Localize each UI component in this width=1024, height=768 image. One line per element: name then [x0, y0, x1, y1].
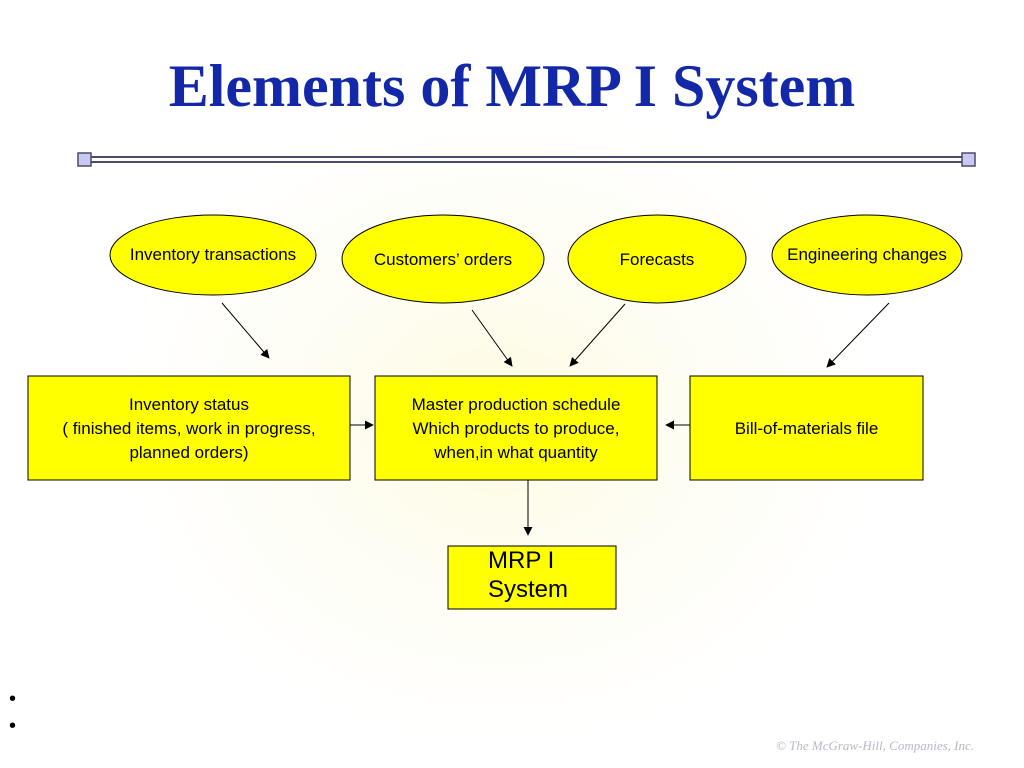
bullet-2: • [9, 715, 17, 737]
label-mrp-system: MRP I System [448, 546, 616, 604]
rule-right-square [961, 152, 976, 167]
box-mrp-system [447, 545, 617, 610]
bullet-1: • [9, 688, 17, 710]
schedule-line-2: Which products to produce, [412, 419, 620, 438]
label-customers-orders: Customers’ orders [373, 250, 513, 269]
arrow-orders-to-schedule [471, 309, 513, 367]
arrow-engineering-to-bom [826, 302, 890, 368]
slide-title: Elements of MRP I System [168, 53, 856, 119]
inventory-status-line-3: planned orders) [129, 443, 249, 462]
arrow-forecasts-to-schedule [569, 303, 626, 367]
label-bill-of-materials: Bill-of-materials file [734, 419, 879, 438]
box-master-production-schedule [374, 375, 658, 481]
schedule-line-3: when,in what quantity [434, 443, 598, 462]
box-bill-of-materials [689, 375, 924, 481]
label-master-production-schedule: Master production schedule Which product… [375, 393, 657, 465]
label-engineering-changes: Engineering changes [787, 245, 947, 264]
inventory-status-line-1: Inventory status [128, 395, 249, 414]
mrp-line-1: MRP I [488, 547, 555, 574]
mrp-line-2: System [488, 576, 569, 603]
label-inventory-transactions: Inventory transactions [129, 245, 297, 264]
ellipse-customers-orders [341, 214, 545, 304]
copyright-notice: © The McGraw-Hill, Companies, Inc. [776, 738, 974, 753]
schedule-line-1: Master production schedule [411, 395, 621, 414]
label-forecasts: Forecasts [619, 250, 695, 269]
arrow-transactions-to-status [221, 302, 270, 359]
box-inventory-status [27, 375, 351, 481]
ellipse-inventory-transactions [109, 214, 317, 296]
inventory-status-line-2: ( finished items, work in progress, [62, 419, 316, 438]
rule-left-square [77, 152, 92, 167]
title-rule [77, 152, 976, 167]
ellipse-engineering-changes [771, 214, 963, 296]
label-inventory-status: Inventory status ( finished items, work … [28, 393, 350, 465]
ellipse-forecasts [567, 214, 747, 304]
